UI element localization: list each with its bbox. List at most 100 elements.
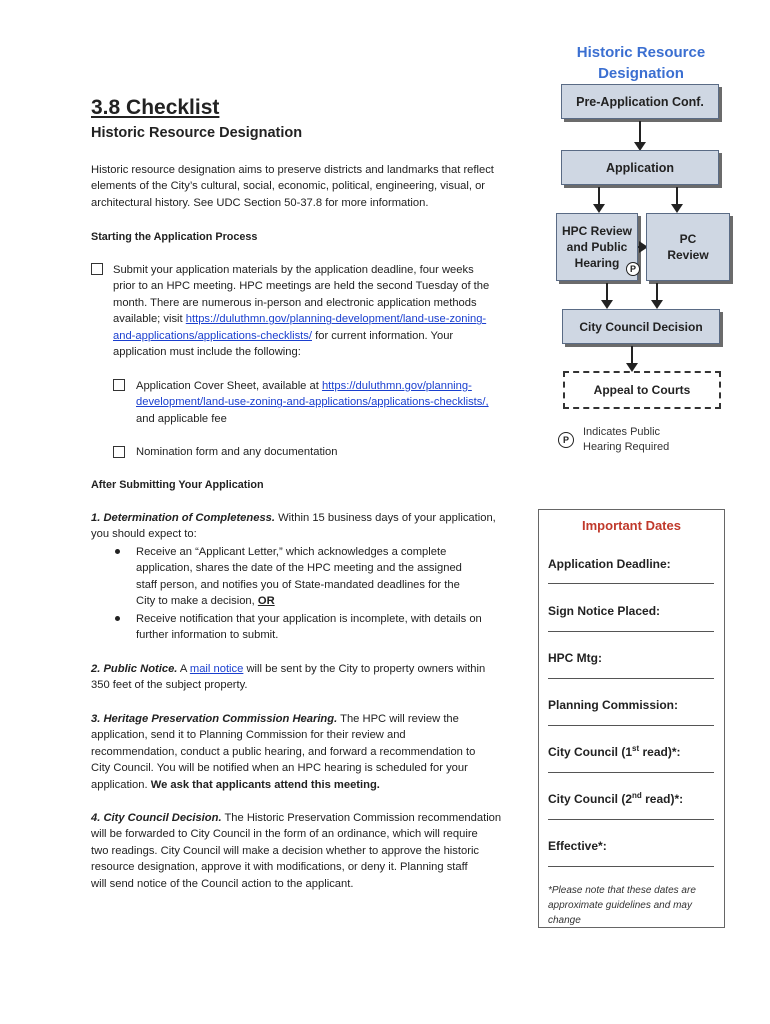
step-line: you should expect to: — [91, 528, 197, 541]
page-subtitle: Historic Resource Designation — [91, 125, 303, 141]
submit-application-checkbox[interactable] — [91, 263, 103, 275]
application-label: Application — [605, 160, 675, 175]
page-title: 3.8 Checklist — [91, 96, 220, 119]
hpc-label-line: HPC Review — [561, 224, 633, 238]
intro-line: Historic resource designation aims to pr… — [91, 164, 494, 176]
public-hearing-icon: P — [626, 262, 640, 276]
sub-line: and applicable fee — [136, 412, 227, 425]
step-line: resource designation, approve it with mo… — [91, 861, 468, 874]
step-line: application, send it to Planning Commiss… — [91, 729, 406, 742]
bullet-line: staff person, and notifies you of State-… — [136, 578, 460, 591]
bullet-1: Receive an “Applicant Letter,” which ack… — [136, 544, 536, 610]
attend-note: We ask that applicants attend this meeti… — [150, 778, 380, 791]
bullet-line: Receive an “Applicant Letter,” which ack… — [136, 546, 447, 558]
arrow-down — [651, 283, 663, 309]
step-label: 3. Heritage Preservation Commission Hear… — [91, 713, 338, 725]
date-field-application-deadline[interactable] — [548, 583, 714, 584]
after-heading: After Submitting Your Application — [91, 479, 264, 491]
date-field-effective[interactable] — [548, 866, 714, 867]
step-text: A — [177, 663, 190, 675]
step-line: recommendation, conduct a public hearing… — [91, 745, 476, 758]
legend-line: Hearing Required — [583, 441, 670, 453]
cover-sheet-link-cont[interactable]: development/land-use-zoning-and-applicat… — [136, 396, 489, 409]
step-line: will send notice of the Council action t… — [91, 877, 354, 890]
step-text: Within 15 business days of your applicat… — [275, 512, 496, 524]
flowchart-title-line: Historic Resource — [576, 44, 706, 61]
intro-paragraph: Historic resource designation aims to pr… — [91, 162, 541, 211]
or-text: OR — [257, 595, 275, 608]
item-text: available; visit — [113, 313, 186, 326]
arrow-down — [601, 283, 613, 309]
hpc-label-line: and Public — [566, 240, 628, 254]
bullet-2: Receive notification that your applicati… — [136, 611, 536, 644]
appeal-box: Appeal to Courts — [563, 371, 721, 409]
step-line: two readings. City Council will make a d… — [91, 844, 480, 857]
city-council-label: City Council Decision — [579, 319, 703, 334]
step-text: will be sent by the City to property own… — [243, 663, 486, 675]
date-field-planning-commission[interactable] — [548, 725, 714, 726]
date-label-hpc-mtg: HPC Mtg: — [548, 651, 602, 665]
date-field-council-first[interactable] — [548, 772, 714, 773]
mail-notice-link[interactable]: mail notice — [189, 663, 244, 675]
date-label-planning-commission: Planning Commission: — [548, 698, 679, 712]
note-line: approximate guidelines and may — [548, 900, 692, 911]
item-line: available; visit https://duluthmn.gov/pl… — [113, 311, 538, 327]
date-field-hpc-mtg[interactable] — [548, 678, 714, 679]
step-label: 1. Determination of Completeness. — [91, 512, 276, 524]
item-text: for current information. Your — [312, 329, 454, 342]
bullet-line: application, shares the date of the HPC … — [136, 562, 462, 575]
date-label-council-first: City Council (1st read)*: — [548, 744, 681, 759]
pc-review-box: PC Review — [646, 213, 730, 281]
date-label-application-deadline: Application Deadline: — [548, 557, 671, 571]
item-line: application must include the following: — [113, 346, 301, 359]
p-symbol: P — [562, 435, 569, 445]
item-line: month. There are numerous in-person and … — [113, 296, 477, 309]
step-line: 2. Public Notice. A mail notice will be … — [91, 661, 531, 677]
step-line: City Council. You will be notified when … — [91, 762, 468, 775]
cover-sheet-link[interactable]: https://duluthmn.gov/planning- — [321, 380, 472, 392]
step-label: 4. City Council Decision. — [91, 812, 222, 824]
date-field-sign-notice[interactable] — [548, 631, 714, 632]
bullet-text: City to make a decision, — [136, 595, 258, 608]
cover-sheet-checkbox[interactable] — [113, 379, 125, 391]
cover-sheet-text: Application Cover Sheet, available at ht… — [136, 378, 541, 427]
checklists-link-cont[interactable]: and-applications/applications-checklists… — [113, 329, 312, 342]
arrow-down — [634, 121, 646, 151]
intro-line: architectural history. See UDC Section 5… — [91, 196, 429, 209]
arrow-down — [626, 346, 638, 372]
step-2: 2. Public Notice. A mail notice will be … — [91, 661, 531, 694]
pre-application-box: Pre-Application Conf. — [561, 84, 719, 119]
hpc-label-line: Hearing — [574, 256, 620, 270]
step-text: application. — [91, 778, 151, 791]
nomination-form-checkbox[interactable] — [113, 446, 125, 458]
item-line: and-applications/applications-checklists… — [113, 328, 538, 344]
pc-label-line: PC — [679, 232, 697, 246]
step-label: 2. Public Notice. — [91, 663, 178, 675]
legend-text: Indicates Public Hearing Required — [583, 425, 669, 455]
arrow-right — [638, 241, 648, 253]
step-3: 3. Heritage Preservation Commission Hear… — [91, 711, 531, 793]
city-council-box: City Council Decision — [562, 309, 720, 344]
important-dates-panel — [538, 509, 725, 928]
step-text: The HPC will review the — [337, 713, 459, 725]
checklists-link[interactable]: https://duluthmn.gov/planning-developmen… — [185, 313, 487, 326]
date-field-council-second[interactable] — [548, 819, 714, 820]
intro-line: elements of the City’s cultural, social,… — [91, 180, 486, 193]
flowchart-title-line: Designation — [598, 65, 684, 82]
legend-line: Indicates Public — [583, 426, 661, 438]
sub-text: Application Cover Sheet, available at — [136, 380, 322, 392]
step-4: 4. City Council Decision. The Historic P… — [91, 810, 531, 892]
step-1: 1. Determination of Completeness. Within… — [91, 510, 531, 543]
arrow-down — [593, 187, 605, 213]
flowchart-title: Historic Resource Designation — [555, 42, 727, 84]
step-line: will be forwarded to City Council in the… — [91, 828, 478, 841]
legend-p-icon: P — [558, 432, 574, 448]
date-label-council-second: City Council (2nd read)*: — [548, 791, 684, 806]
appeal-label: Appeal to Courts — [593, 383, 691, 397]
step-line: 4. City Council Decision. The Historic P… — [91, 810, 531, 826]
bullet-line: further information to submit. — [136, 629, 279, 642]
item-line: prior to an HPC meeting. HPC meetings ar… — [113, 280, 490, 293]
submit-application-text: Submit your application materials by the… — [113, 262, 538, 360]
date-label-effective: Effective*: — [548, 839, 607, 853]
application-box: Application — [561, 150, 719, 185]
